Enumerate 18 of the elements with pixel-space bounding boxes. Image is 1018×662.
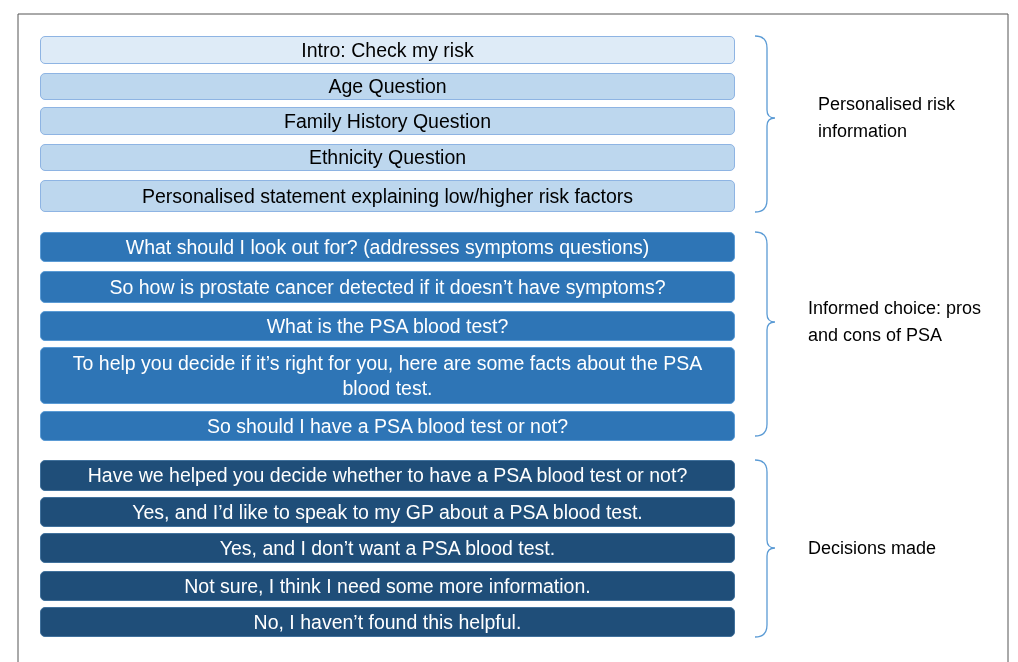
step-box: Family History Question bbox=[40, 107, 735, 135]
step-box: Age Question bbox=[40, 73, 735, 100]
step-box: So how is prostate cancer detected if it doesn’t have symptoms? bbox=[40, 271, 735, 303]
group-label: Personalised risk information bbox=[818, 93, 957, 143]
group-label: Informed choice: pros and cons of PSA bbox=[808, 297, 983, 347]
answer-box: Have we helped you decide whether to have a PSA blood test or not? bbox=[40, 460, 735, 491]
info-box: Personalised statement explaining low/higher risk factors bbox=[40, 180, 735, 212]
step-box: Ethnicity Question bbox=[40, 144, 735, 171]
answer-box: Yes, and I’d like to speak to my GP about a PSA blood test. bbox=[40, 497, 735, 527]
step-box: So should I have a PSA blood test or not? bbox=[40, 411, 735, 441]
step-box: What should I look out for? (addresses symptoms questions) bbox=[40, 232, 735, 262]
step-box: Intro: Check my risk bbox=[40, 36, 735, 64]
group-label: Decisions made bbox=[808, 536, 938, 560]
answer-box: Not sure, I think I need some more information. bbox=[40, 571, 735, 601]
answer-box: Yes, and I don’t want a PSA blood test. bbox=[40, 533, 735, 563]
answer-box: No, I haven’t found this helpful. bbox=[40, 607, 735, 637]
step-box: What is the PSA blood test? bbox=[40, 311, 735, 341]
info-box: To help you decide if it’s right for you, here are some facts about the PSA blood test. bbox=[40, 347, 735, 404]
